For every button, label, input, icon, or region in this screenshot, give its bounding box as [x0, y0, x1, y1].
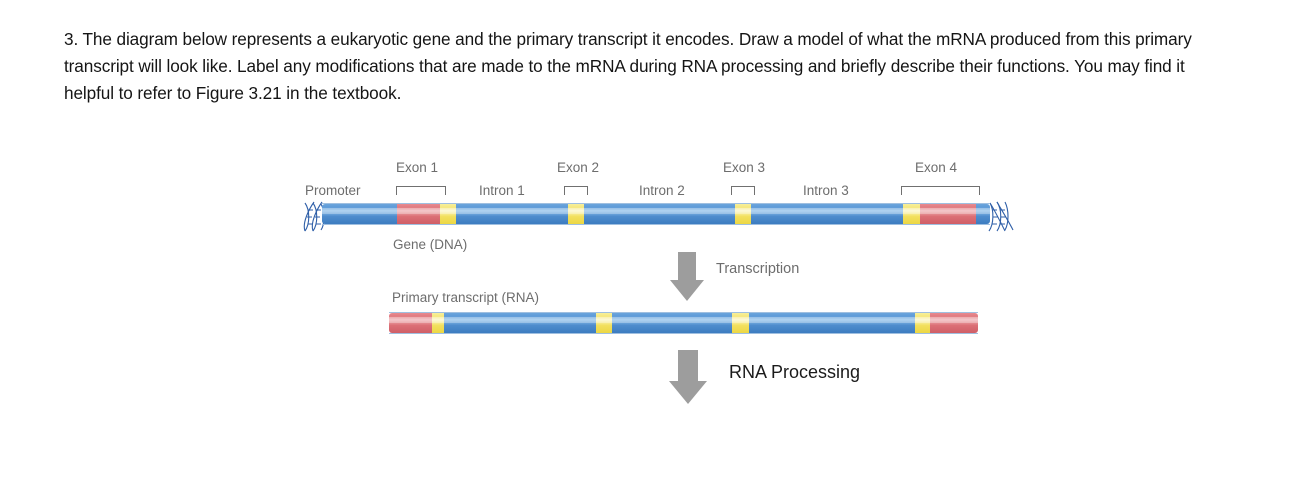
- segment-intron-3: [749, 313, 915, 333]
- primary-transcript-rna-bar: [389, 312, 978, 334]
- exon-2-bracket: [564, 186, 588, 195]
- segment-exon-1-utr: [432, 313, 444, 333]
- segment-exon-4-coding: [930, 313, 978, 333]
- segment-exon-3: [735, 204, 751, 224]
- intron-1-label: Intron 1: [479, 183, 525, 198]
- exon-1-label: Exon 1: [396, 160, 439, 175]
- segment-exon-4-utr: [915, 313, 930, 333]
- exon-1-bracket: [396, 186, 446, 195]
- gene-dna-bar: [322, 203, 990, 225]
- rna-processing-arrow: [668, 350, 710, 405]
- segment-exon-4-coding: [920, 204, 976, 224]
- intron-3-label: Intron 3: [803, 183, 849, 198]
- exon-3-label: Exon 3: [723, 160, 766, 175]
- segment-intron-2: [584, 204, 735, 224]
- segment-intron-3: [751, 204, 903, 224]
- segment-exon-1-coding: [389, 313, 432, 333]
- primary-transcript-caption: Primary transcript (RNA): [392, 290, 540, 305]
- segment-intron-1: [444, 313, 596, 333]
- exon-4-bracket: [901, 186, 980, 195]
- segment-exon-1-utr: [440, 204, 456, 224]
- exon-4-label: Exon 4: [915, 160, 958, 175]
- segment-exon-2: [568, 204, 584, 224]
- transcription-label: Transcription: [716, 261, 800, 277]
- exon-2-label: Exon 2: [557, 160, 600, 175]
- segment-exon-3: [732, 313, 749, 333]
- gene-dna-caption: Gene (DNA): [393, 237, 468, 252]
- dna-helix-left-icon: [303, 197, 327, 233]
- segment-exon-1-coding: [397, 204, 440, 224]
- exon-3-bracket: [731, 186, 755, 195]
- question-text: 3. The diagram below represents a eukary…: [64, 29, 1192, 103]
- dna-helix-right-icon: [988, 197, 1018, 233]
- intron-2-label: Intron 2: [639, 183, 685, 198]
- promoter-label: Promoter: [305, 183, 361, 198]
- segment-intron-1: [456, 204, 568, 224]
- segment-downstream-region: [976, 204, 990, 224]
- segment-intron-2: [612, 313, 732, 333]
- segment-exon-2: [596, 313, 612, 333]
- transcription-arrow: [670, 252, 708, 302]
- segment-promoter-region: [322, 204, 397, 224]
- rna-processing-label: RNA Processing: [729, 362, 861, 382]
- segment-exon-4-utr: [903, 204, 920, 224]
